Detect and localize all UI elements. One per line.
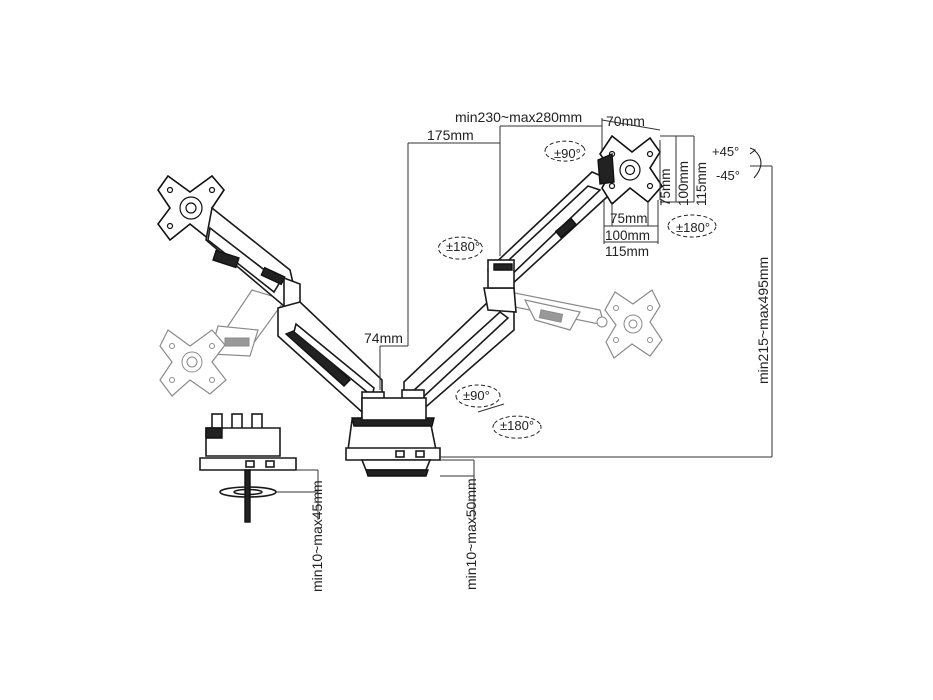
dimension-labels: min230~max280mm 70mm 175mm 74mm 75mm 100… bbox=[309, 109, 771, 592]
arm-swivel-label: ±180° bbox=[446, 239, 480, 254]
vesa-v-100-label: 100mm bbox=[676, 161, 691, 206]
base-swivel-label: ±180° bbox=[500, 418, 534, 433]
vesa-v-115-label: 115mm bbox=[694, 162, 709, 206]
vesa-h-100-label: 100mm bbox=[605, 228, 650, 243]
vesa-h-115-label: 115mm bbox=[605, 244, 649, 259]
base-rotate-label: ±90° bbox=[463, 388, 490, 403]
right-lower-arm bbox=[401, 287, 517, 419]
grommet-thickness-label: min10~max50mm bbox=[463, 478, 479, 590]
plate-offset-label: 70mm bbox=[606, 113, 645, 129]
center-base bbox=[345, 397, 441, 477]
clamp-thickness-label: min10~max45mm bbox=[309, 480, 325, 592]
dimension-lines bbox=[276, 118, 773, 520]
arm-offset-label: 175mm bbox=[427, 127, 474, 143]
ghost-left-vesa-plate bbox=[159, 329, 227, 397]
head-rotate-label: ±90° bbox=[554, 146, 581, 161]
rotation-arcs bbox=[437, 140, 762, 439]
tilt-up-label: +45° bbox=[712, 144, 739, 159]
left-upper-arm bbox=[205, 206, 301, 314]
center-offset-label: 74mm bbox=[364, 330, 403, 346]
head-swivel-label: ±180° bbox=[676, 220, 710, 235]
tilt-down-label: -45° bbox=[716, 168, 740, 183]
right-upper-arm bbox=[487, 171, 609, 289]
ghost-right-vesa-plate bbox=[604, 289, 663, 359]
rotation-labels: ±90° +45° -45° ±180° ±180° ±90° ±180° bbox=[446, 144, 740, 433]
side-clamp-view bbox=[199, 413, 297, 523]
height-label: min215~max495mm bbox=[755, 257, 771, 384]
vesa-h-75-label: 75mm bbox=[610, 211, 648, 226]
span-label: min230~max280mm bbox=[455, 109, 582, 125]
vesa-v-75-label: 75mm bbox=[658, 168, 673, 206]
right-vesa-plate bbox=[597, 134, 664, 206]
